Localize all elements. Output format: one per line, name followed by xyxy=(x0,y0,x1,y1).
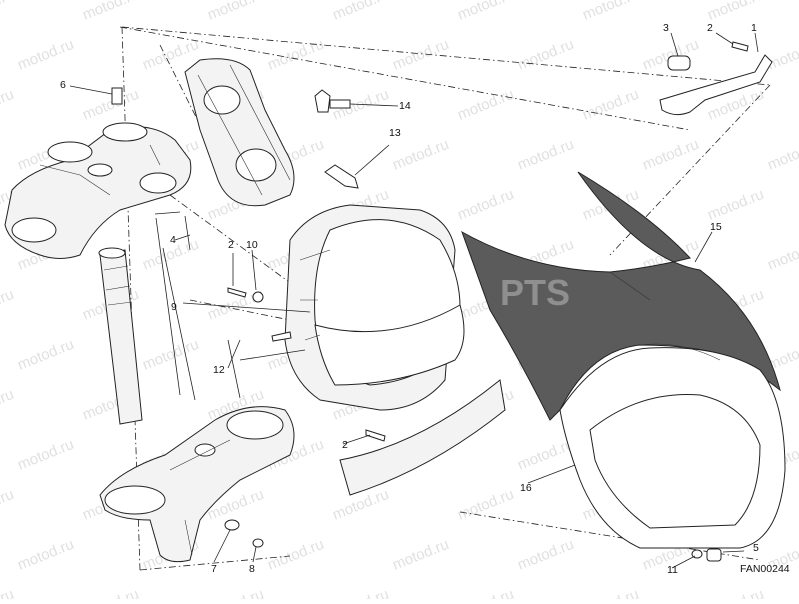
bulb-14-stem xyxy=(329,99,351,109)
watermark-text: motod.ru xyxy=(0,86,16,124)
washer-10 xyxy=(252,291,264,303)
bulb-14 xyxy=(314,89,331,113)
watermark-text: motod.ru xyxy=(455,586,516,599)
leader-lines xyxy=(69,32,759,569)
callout-15: 15 xyxy=(710,221,722,233)
watermark-text: motod.ru xyxy=(205,0,266,24)
watermark-text: motod.ru xyxy=(580,0,641,24)
headlight-lower-trim xyxy=(339,379,506,496)
callout-3: 3 xyxy=(663,22,669,34)
watermark-text: motod.ru xyxy=(390,36,451,74)
bulb-13 xyxy=(324,164,359,189)
watermark-text: motod.ru xyxy=(80,0,141,24)
center-watermark: PTS xyxy=(500,272,570,313)
watermark-text: motod.ru xyxy=(705,0,766,24)
watermark-text: motod.ru xyxy=(765,236,799,274)
upper-triple-clamp xyxy=(4,122,192,259)
watermark-text: motod.ru xyxy=(80,86,141,124)
watermark-text: motod.ru xyxy=(580,586,641,599)
part-8 xyxy=(252,538,264,548)
watermark-text: motod.ru xyxy=(0,0,16,24)
watermark-text: motod.ru xyxy=(455,486,516,524)
bracket-screw xyxy=(731,41,749,52)
watermark-text: motod.ru xyxy=(0,486,16,524)
watermark-text: motod.ru xyxy=(330,586,391,599)
lower-triple-clamp xyxy=(99,406,295,563)
watermark-text: motod.ru xyxy=(515,36,576,74)
watermark-text: motod.ru xyxy=(580,86,641,124)
part-7 xyxy=(224,519,240,531)
callout-numbers: 1 2 3 4 5 6 7 8 9 10 11 12 13 14 15 16 2… xyxy=(60,22,759,576)
watermark-text: motod.ru xyxy=(15,36,76,74)
callout-11: 11 xyxy=(667,564,678,576)
hardware-items xyxy=(111,87,722,562)
callout-6: 6 xyxy=(60,79,66,91)
watermark-text: motod.ru xyxy=(265,36,326,74)
steering-stem xyxy=(98,247,143,425)
drawing-code: FAN00244 xyxy=(740,563,790,575)
watermark-text: motod.ru xyxy=(390,536,451,574)
callout-13: 13 xyxy=(389,127,401,139)
callout-4: 4 xyxy=(170,234,176,246)
headlight-bracket xyxy=(659,41,773,116)
callout-1: 1 xyxy=(751,22,757,34)
screw-6 xyxy=(111,87,123,105)
watermark-text: motod.ru xyxy=(80,586,141,599)
watermark-text: motod.ru xyxy=(455,86,516,124)
watermark-text: motod.ru xyxy=(15,336,76,374)
watermark-text: motod.ru xyxy=(705,186,766,224)
callout-2-left: 2 xyxy=(228,239,234,251)
watermark-text: motod.ru xyxy=(455,0,516,24)
watermark-text: motod.ru xyxy=(140,336,201,374)
watermark-text: motod.ru xyxy=(455,186,516,224)
watermark-text: motod.ru xyxy=(515,136,576,174)
screw-2a xyxy=(227,287,247,298)
screw-12 xyxy=(271,331,292,342)
screw-2b xyxy=(365,429,386,442)
callout-10: 10 xyxy=(246,239,258,251)
callout-9: 9 xyxy=(171,301,177,313)
watermark-text: motod.ru xyxy=(515,536,576,574)
watermark-text: motod.ru xyxy=(265,536,326,574)
callout-14: 14 xyxy=(399,100,411,112)
callout-8: 8 xyxy=(249,563,255,575)
callout-5: 5 xyxy=(753,542,759,554)
instrument-support-plate xyxy=(184,58,295,207)
callout-12: 12 xyxy=(213,364,225,376)
rubber-grommet xyxy=(667,55,691,71)
watermark-text: motod.ru xyxy=(705,586,766,599)
rubber-5 xyxy=(706,548,722,562)
front-fairing xyxy=(461,171,786,549)
headlight-housing xyxy=(284,204,465,411)
callout-7: 7 xyxy=(211,563,217,575)
watermark-text: motod.ru xyxy=(330,0,391,24)
callout-2-top: 2 xyxy=(707,22,713,34)
watermark-text: motod.ru xyxy=(640,136,701,174)
watermark-text: motod.ru xyxy=(15,436,76,474)
watermark-text: motod.ru xyxy=(205,586,266,599)
watermark-text: motod.ru xyxy=(0,386,16,424)
callout-16: 16 xyxy=(520,482,532,494)
watermark-text: motod.ru xyxy=(0,286,16,324)
watermark-text: motod.ru xyxy=(15,536,76,574)
watermark-text: motod.ru xyxy=(765,36,799,74)
watermark-text: motod.ru xyxy=(0,586,16,599)
watermark-text: motod.ru xyxy=(765,136,799,174)
watermark-text: motod.ru xyxy=(390,136,451,174)
callout-2-bottom: 2 xyxy=(342,439,348,451)
